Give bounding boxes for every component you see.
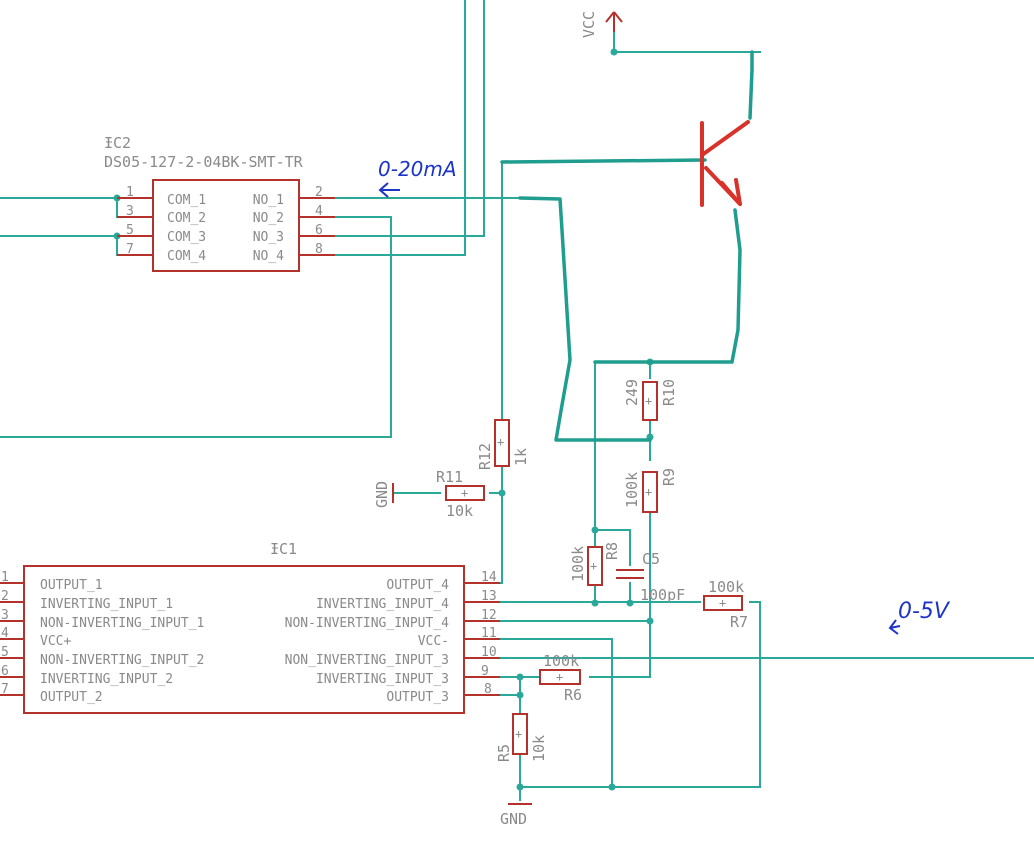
ic1-pin-name: OUTPUT_3 bbox=[386, 690, 449, 705]
ic1-pin-num: 9 bbox=[481, 664, 489, 679]
resistor-r9: + 100k R9 bbox=[623, 468, 678, 513]
ic2-pin-num: 4 bbox=[315, 204, 323, 219]
resistor-r5: + R5 10k bbox=[495, 713, 548, 762]
ic2-pin-num: 6 bbox=[315, 223, 323, 238]
ic1-pin-num: 3 bbox=[1, 608, 9, 623]
ic1-pin-num: 13 bbox=[481, 589, 497, 604]
gnd-symbol-bottom: GND bbox=[500, 803, 532, 828]
ic1-pin-name: OUTPUT_1 bbox=[40, 578, 103, 593]
ic2-pin-num: 8 bbox=[315, 242, 323, 257]
ic2-pin-name: COM_3 bbox=[167, 230, 206, 245]
gnd-label-top: GND bbox=[373, 481, 391, 508]
ic1-pin-num: 10 bbox=[481, 645, 497, 660]
r9-value: 100k bbox=[623, 472, 641, 508]
transistor-sketch bbox=[700, 120, 750, 207]
r6-value: 100k bbox=[543, 652, 579, 670]
ic1-pin-name: OUTPUT_2 bbox=[40, 690, 103, 705]
ic1-pin-num: 6 bbox=[1, 664, 9, 679]
current-range-annotation: 0-20mA bbox=[378, 157, 457, 198]
svg-text:+: + bbox=[556, 670, 563, 684]
ic2-pin-name: NO_4 bbox=[253, 249, 284, 264]
resistor-r11: + R11 10k bbox=[436, 468, 485, 520]
r9-ref: R9 bbox=[660, 468, 678, 486]
ic1-pin-num: 5 bbox=[1, 645, 9, 660]
resistor-r10: + 249 R10 bbox=[623, 379, 678, 421]
ic1-pin-name: NON_INVERTING_INPUT_3 bbox=[285, 653, 449, 668]
r5-value: 10k bbox=[530, 735, 548, 762]
r8-ref: R8 bbox=[603, 542, 621, 560]
c5-ref: C5 bbox=[642, 550, 660, 568]
vcc-symbol: VCC bbox=[580, 11, 623, 38]
c5-value: 100pF bbox=[640, 586, 685, 604]
ic2-pin-name: NO_1 bbox=[253, 193, 284, 208]
resistor-r7: + 100k R7 bbox=[703, 578, 748, 631]
r7-value: 100k bbox=[708, 578, 744, 596]
ic2-pin-num: 5 bbox=[126, 223, 134, 238]
gnd-symbol-top: GND bbox=[373, 481, 394, 508]
svg-text:+: + bbox=[645, 485, 652, 499]
ic2-pin-num: 2 bbox=[315, 185, 323, 200]
ic1-pin-name: OUTPUT_4 bbox=[386, 578, 449, 593]
r11-value: 10k bbox=[446, 502, 473, 520]
ic2-body bbox=[152, 179, 300, 272]
capacitor-c5: C5 100pF bbox=[616, 550, 685, 604]
vcc-label: VCC bbox=[580, 11, 598, 38]
ic1-pin-name: VCC+ bbox=[40, 634, 71, 649]
r10-ref: R10 bbox=[660, 379, 678, 406]
ic2-pin-name: COM_2 bbox=[167, 211, 206, 226]
ic1-ref: IC1 bbox=[270, 540, 297, 558]
ic2-part: DS05-127-2-04BK-SMT-TR bbox=[104, 153, 304, 171]
ic1-pin-name: INVERTING_INPUT_4 bbox=[316, 597, 449, 612]
ic1-pin-name: NON-INVERTING_INPUT_4 bbox=[285, 616, 450, 631]
r6-ref: R6 bbox=[564, 686, 582, 704]
r12-value: 1k bbox=[512, 448, 530, 466]
ic2-pin-num: 7 bbox=[126, 242, 134, 257]
svg-text:+: + bbox=[461, 486, 468, 500]
svg-text:+: + bbox=[497, 435, 504, 449]
ic1-pin-num: 2 bbox=[1, 589, 9, 604]
svg-text:+: + bbox=[515, 727, 522, 741]
ic1-pin-name: INVERTING_INPUT_2 bbox=[40, 672, 173, 687]
ic1-pin-num: 4 bbox=[1, 626, 9, 641]
ic1-pin-num: 11 bbox=[481, 626, 497, 641]
ic2-ref: IC2 bbox=[104, 134, 131, 152]
ic2-pin-num: 1 bbox=[126, 185, 134, 200]
r10-value: 249 bbox=[623, 379, 641, 406]
resistor-r6: + 100k R6 bbox=[539, 652, 582, 704]
voltage-range-label: 0-5V bbox=[898, 599, 951, 624]
voltage-range-annotation: 0-5V bbox=[888, 599, 951, 635]
svg-text:+: + bbox=[645, 394, 652, 408]
ic1-pin-num: 14 bbox=[481, 570, 497, 585]
ic2-pin-name: COM_4 bbox=[167, 249, 206, 264]
gnd-label-bottom: GND bbox=[500, 810, 527, 828]
resistor-r8: + 100k R8 bbox=[569, 542, 621, 586]
ic2: IC2 DS05-127-2-04BK-SMT-TR 1 3 5 7 COM_1… bbox=[104, 134, 335, 272]
ic1-pin-num: 12 bbox=[481, 608, 497, 623]
r11-ref: R11 bbox=[436, 468, 463, 486]
ic2-pin-name: NO_2 bbox=[253, 211, 284, 226]
ic1-pin-num: 1 bbox=[1, 570, 9, 585]
r5-ref: R5 bbox=[495, 744, 513, 762]
svg-text:+: + bbox=[590, 559, 597, 573]
current-range-label: 0-20mA bbox=[378, 157, 457, 181]
ic2-pin-name: COM_1 bbox=[167, 193, 206, 208]
ic2-pin-num: 3 bbox=[126, 204, 134, 219]
ic1-pin-num: 8 bbox=[484, 682, 492, 697]
ic1-pin-name: INVERTING_INPUT_1 bbox=[40, 597, 173, 612]
junction-dots bbox=[113, 48, 654, 791]
ic1-pin-num: 7 bbox=[1, 682, 9, 697]
svg-text:+: + bbox=[719, 596, 726, 610]
ic2-pin-name: NO_3 bbox=[253, 230, 284, 245]
ic1-pin-name: NON-INVERTING_INPUT_1 bbox=[40, 616, 204, 631]
resistor-r12: + R12 1k bbox=[476, 419, 530, 470]
r8-value: 100k bbox=[569, 546, 587, 582]
r12-ref: R12 bbox=[476, 443, 494, 470]
ic1-pin-name: NON-INVERTING_INPUT_2 bbox=[40, 653, 204, 668]
ic1: IC1 1 2 3 4 5 6 7 OUTPUT_1 INVERTING_INP… bbox=[0, 540, 500, 714]
ic1-pin-name: INVERTING_INPUT_3 bbox=[316, 672, 449, 687]
hand-drawn-wires bbox=[500, 50, 754, 442]
r7-ref: R7 bbox=[730, 613, 748, 631]
ic1-pin-name: VCC- bbox=[418, 634, 449, 649]
